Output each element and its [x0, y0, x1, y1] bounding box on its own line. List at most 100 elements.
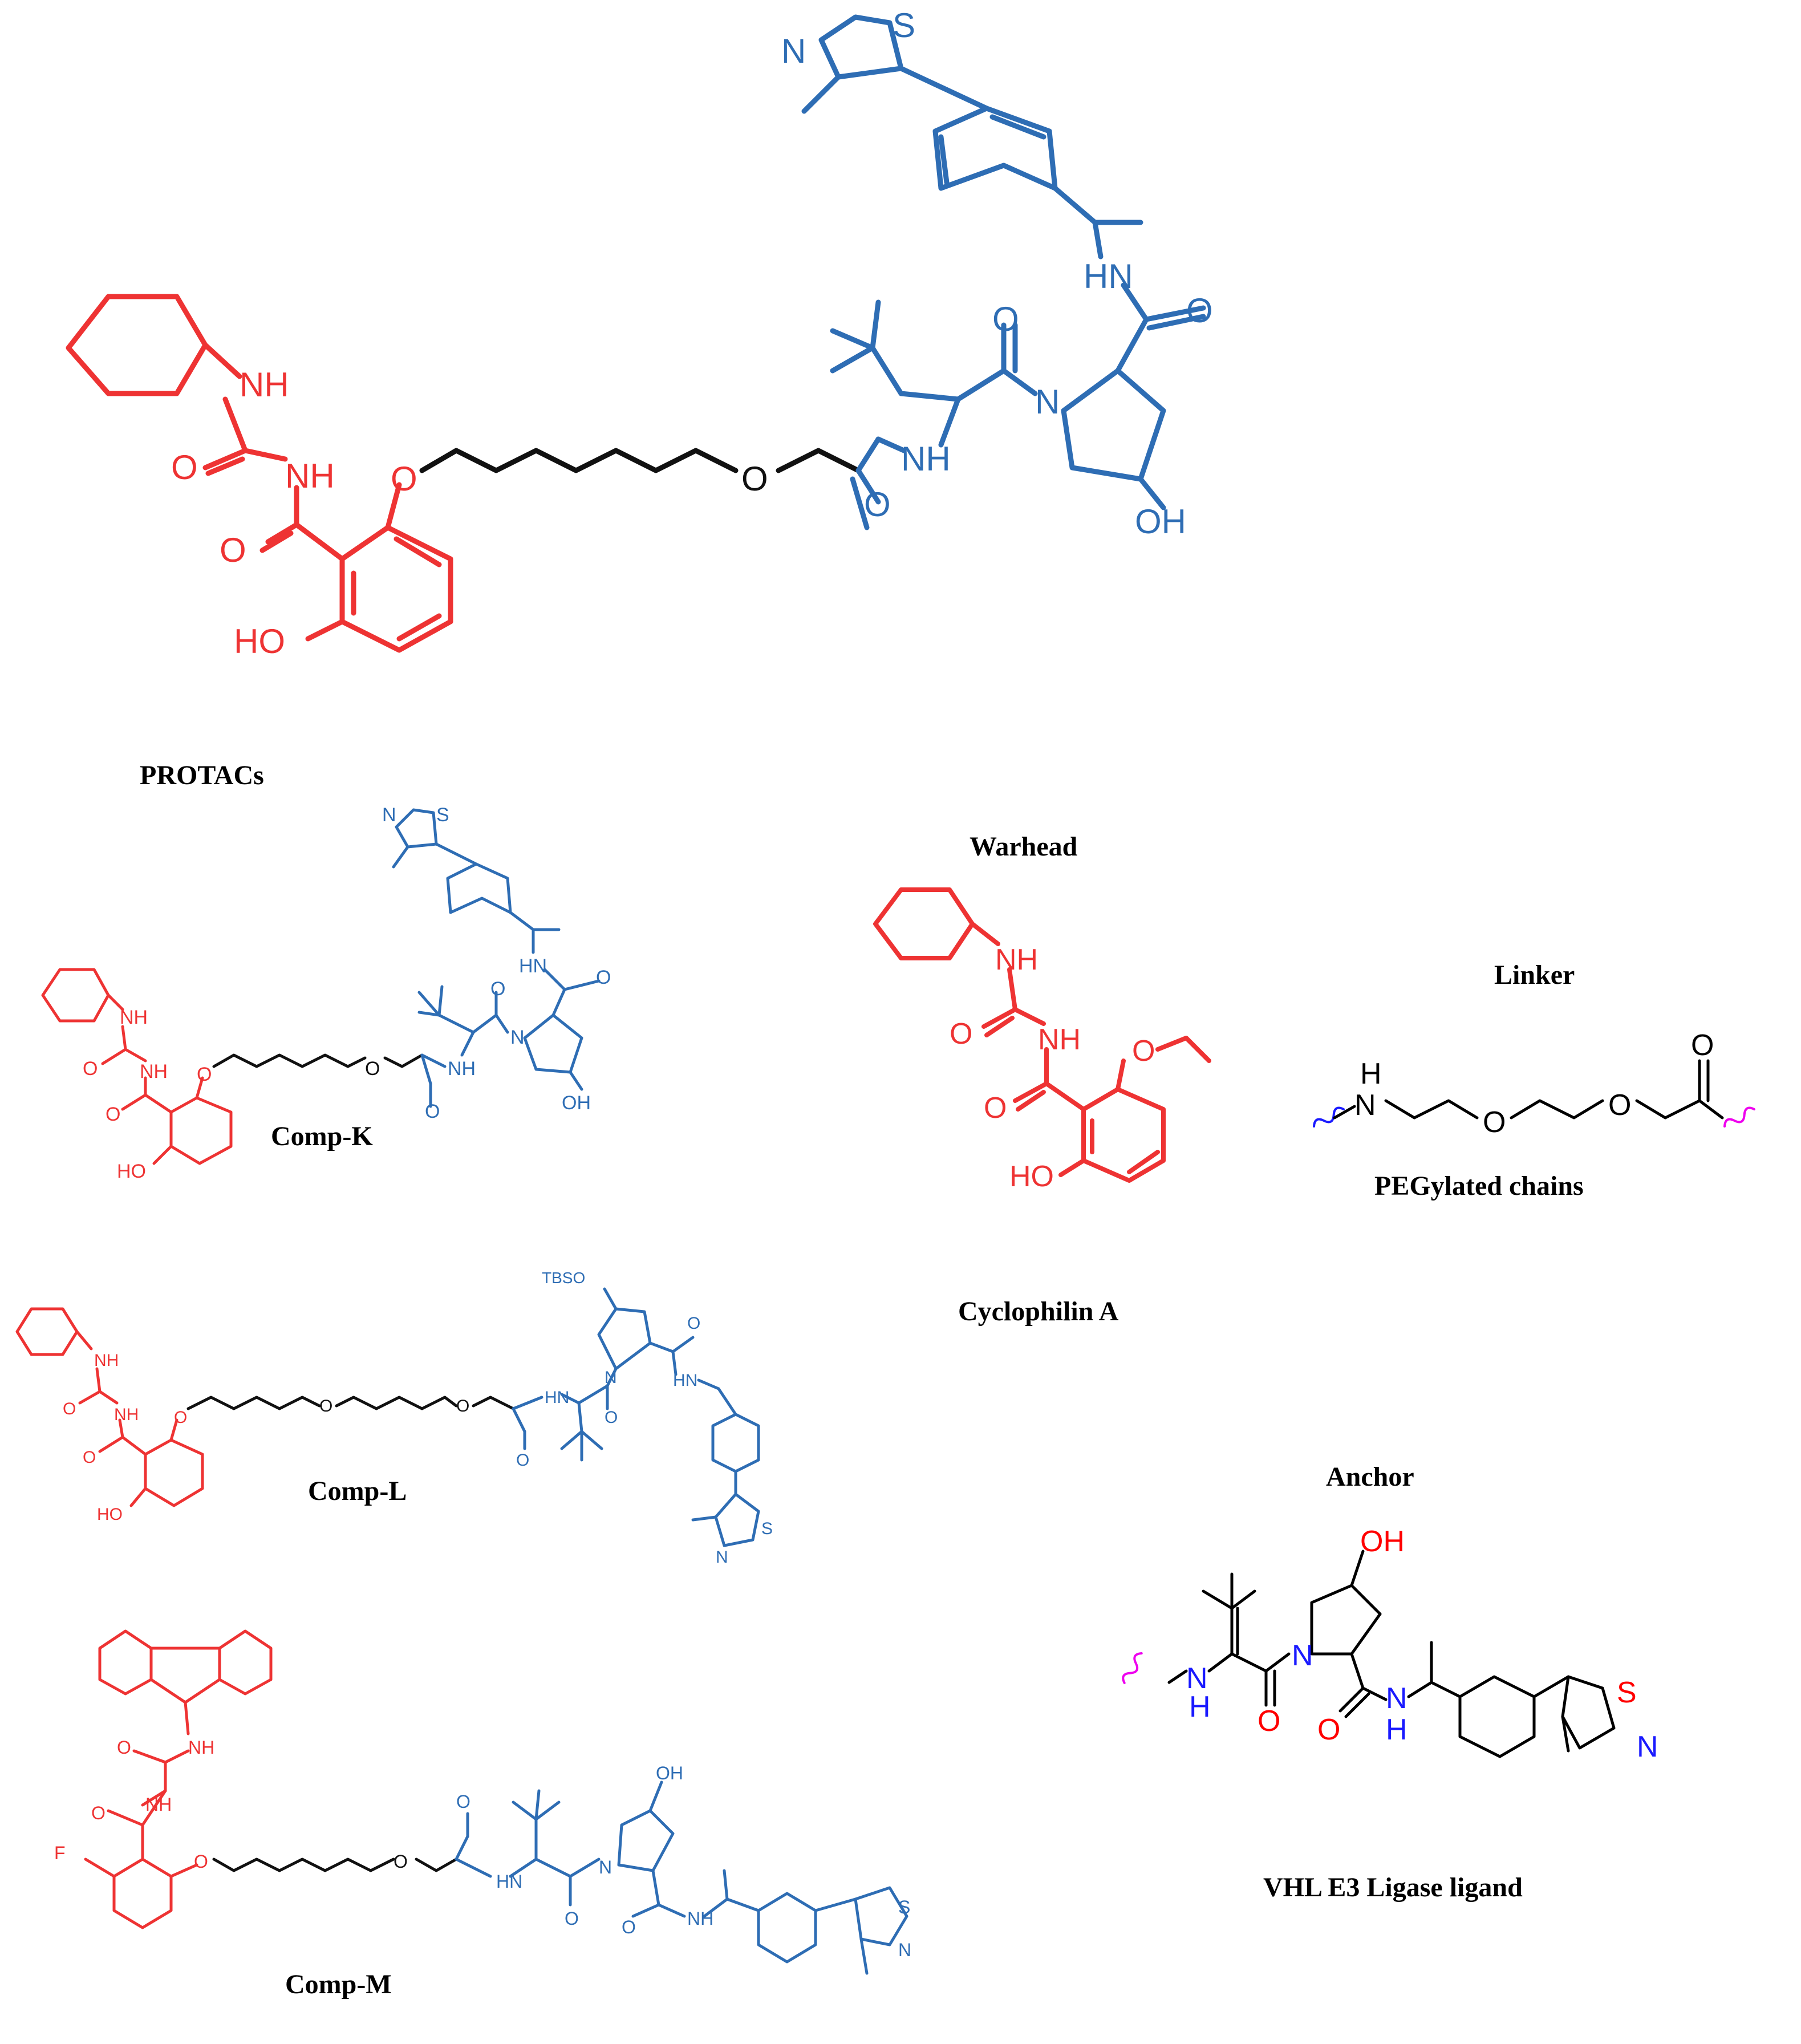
cyclohexane-ring: [66, 294, 208, 396]
atom-nh: NH: [145, 1794, 172, 1815]
thiazole-ring: [818, 14, 904, 80]
comp-m-structure: NH O NH O F O O: [54, 1629, 911, 1975]
atom-nh: NH: [188, 1737, 214, 1758]
label-linker: Linker: [1494, 960, 1575, 990]
atom-n: N: [605, 1368, 617, 1387]
atom-o: O: [83, 1448, 96, 1467]
atom-hn: HN: [496, 1871, 522, 1892]
benzene-ring: [339, 525, 453, 653]
comp-l-structure: NH O NH O HO O O O: [15, 1269, 773, 1567]
atom-n: N: [510, 1027, 525, 1048]
atom-s: S: [436, 804, 449, 826]
main-protac-structure: NH O NH O HO O O: [66, 6, 1213, 660]
atom-o: O: [565, 1908, 579, 1929]
atom-n: N: [1186, 1662, 1208, 1695]
label-comp-k: Comp-K: [271, 1121, 373, 1151]
main-warhead: [66, 294, 453, 653]
atom-o: O: [622, 1917, 636, 1937]
atom-s: S: [761, 1519, 773, 1538]
atom-o: O: [992, 300, 1019, 338]
atom-o: O: [83, 1058, 98, 1080]
atom-hn: HN: [673, 1371, 697, 1390]
atom-hn: HN: [1084, 257, 1133, 295]
atom-n: N: [1292, 1639, 1313, 1672]
atom-n: N: [382, 804, 396, 826]
atom-n: N: [599, 1857, 612, 1877]
atom-o: O: [106, 1104, 120, 1125]
label-cyclophilin-a: Cyclophilin A: [958, 1296, 1119, 1327]
atom-n: N: [1637, 1730, 1658, 1763]
label-vhl-e3-ligase-ligand: VHL E3 Ligase ligand: [1263, 1872, 1523, 1903]
atom-f: F: [54, 1843, 66, 1863]
phenyl-ring: [932, 106, 1058, 191]
wavy-bond-right: [1723, 1106, 1755, 1128]
atom-tbso: TBSO: [542, 1269, 585, 1287]
pyrrolidine-ring: [1061, 368, 1166, 482]
atom-o: O: [425, 1101, 440, 1122]
atom-o: O: [174, 1408, 187, 1427]
atom-ho: HO: [117, 1161, 146, 1182]
atom-nh: NH: [1038, 1023, 1081, 1056]
atom-nh: NH: [687, 1908, 713, 1929]
atom-nh: NH: [901, 440, 951, 478]
atom-ho: HO: [97, 1505, 123, 1524]
atom-o: O: [605, 1408, 618, 1427]
atom-ho: HO: [234, 622, 285, 660]
wavy-bond-anchor: [1122, 1652, 1143, 1684]
label-protacs: PROTACs: [140, 760, 264, 790]
atom-oh: OH: [656, 1763, 683, 1783]
atom-o: O: [1608, 1089, 1631, 1122]
atom-o: O: [197, 1064, 212, 1085]
atom-nh: NH: [285, 457, 335, 495]
atom-o: O: [319, 1397, 332, 1416]
atom-nh: NH: [120, 1007, 148, 1028]
atom-n: N: [716, 1548, 728, 1567]
atom-s: S: [1617, 1676, 1637, 1709]
atom-nh: NH: [240, 366, 289, 404]
atom-o: O: [1186, 291, 1213, 330]
atom-hn: HN: [519, 955, 547, 977]
atom-o: O: [91, 1803, 106, 1823]
atom-o: O: [1132, 1035, 1155, 1068]
atom-o: O: [63, 1400, 76, 1418]
warhead-structure: NH O NH O HO O: [873, 887, 1211, 1193]
atom-o: O: [516, 1451, 529, 1470]
anchor-structure: N H O N OH O N H S N: [1122, 1525, 1658, 1763]
atom-n: N: [1386, 1682, 1407, 1715]
label-anchor: Anchor: [1326, 1462, 1414, 1492]
atom-oh: OH: [562, 1092, 591, 1114]
atom-o: O: [391, 460, 417, 498]
atom-nh: NH: [140, 1061, 168, 1082]
main-linker: [419, 448, 861, 473]
atom-o: O: [1691, 1029, 1714, 1062]
atom-s: S: [898, 1897, 910, 1917]
atom-n: N: [1354, 1089, 1376, 1122]
atom-n: N: [781, 32, 806, 70]
atom-o: O: [1483, 1106, 1506, 1139]
wavy-bond-left: [1313, 1106, 1345, 1128]
atom-n: N: [1035, 383, 1060, 421]
atom-o: O: [220, 531, 246, 569]
label-comp-m: Comp-M: [285, 1969, 392, 2000]
atom-nh: NH: [94, 1351, 119, 1370]
atom-oh: OH: [1135, 502, 1186, 541]
atom-o: O: [490, 978, 505, 1000]
atom-n: N: [898, 1940, 911, 1960]
atom-o: O: [117, 1737, 131, 1758]
atom-nh: NH: [995, 943, 1038, 976]
atom-o: O: [687, 1314, 700, 1333]
atom-o: O: [1317, 1713, 1340, 1746]
atom-h: H: [1360, 1057, 1382, 1090]
main-anchor: [801, 14, 1206, 530]
atom-o: O: [950, 1017, 972, 1051]
label-comp-l: Comp-L: [308, 1476, 407, 1506]
atom-oh: OH: [1360, 1525, 1405, 1558]
atom-s: S: [893, 6, 915, 44]
atom-hn: HN: [545, 1388, 569, 1407]
label-warhead: Warhead: [970, 832, 1078, 862]
atom-o: O: [456, 1791, 470, 1812]
atom-o: O: [596, 967, 611, 988]
atom-o: O: [984, 1092, 1007, 1125]
